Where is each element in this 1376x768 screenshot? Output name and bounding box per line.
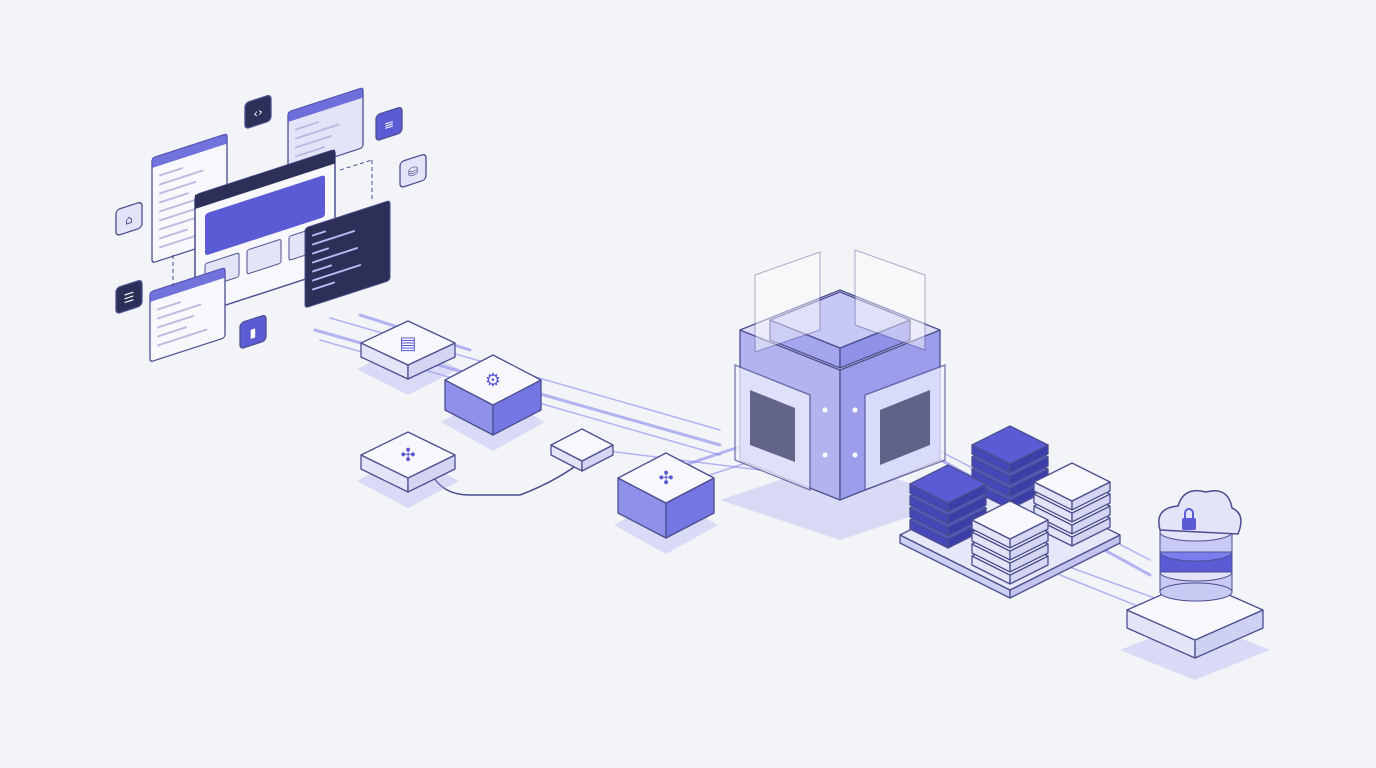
gear-icon-node-top-face [444,354,542,406]
code-line [312,247,358,264]
server-stacks [899,425,1121,599]
code-line [295,123,340,140]
glass-panel [754,251,821,353]
code-line [157,301,181,311]
network-icon-node-top-face [360,431,456,479]
code-line [159,167,183,177]
layout-window-back [287,87,364,172]
code-line [312,247,329,255]
browser-titlebar [195,149,335,209]
cloud-lock-icon [1158,489,1242,535]
code-line [312,281,335,291]
circuit-dot [852,407,858,413]
code-line [312,264,332,273]
code-line [159,192,190,204]
code-line [159,169,204,186]
code-window-front [149,267,226,362]
code-icon-tile [244,94,272,129]
image-icon: ⌂ [115,201,143,236]
server-slab-top-face [971,500,1049,540]
processing-cube [720,249,960,540]
server-slab [909,464,987,513]
code-icon-glyph: ‹› [253,104,263,121]
gear-icon-node: ⚙ [444,354,542,436]
list-icon: ≡ [375,106,403,141]
circuit-dot [852,452,858,458]
checklist-icon-tile [115,279,143,314]
code-line [312,230,326,237]
code-line [295,146,326,158]
small-relay-node [550,428,614,472]
code-line [157,314,195,329]
checklist-icon-glyph: ☰ [124,289,135,306]
code-line [295,121,319,131]
cube-gate-left-opening [750,390,795,462]
code-line [157,303,202,320]
list-icon-glyph: ≡ [384,116,394,133]
db-disk-bottom [1159,582,1233,602]
code-line [312,230,355,246]
network-icon: ✣ [400,445,415,466]
list-icon-tile [375,106,403,141]
server-slab-top-face [909,464,987,504]
image-icon-tile [115,201,143,236]
database-icon [1159,522,1233,602]
cloud-shape [1158,489,1242,535]
server-slab [971,500,1049,549]
browser-hero-block [205,175,325,255]
secure-database [1120,489,1270,680]
document-icon-node-top-face [360,320,456,366]
code-line [157,326,188,338]
checklist-icon: ☰ [115,279,143,314]
code-window-back-titlebar [152,133,227,168]
network-icon-node: ✣ [360,431,456,493]
cube-gate-right-opening [880,390,930,465]
gear-icon: ⚙ [485,370,501,391]
cube-top-inset-top-face [769,291,911,349]
circuit-dot [822,452,828,458]
cube-top-inset [769,291,911,369]
source-windows-cluster: ‹› ≡ ⛁ ⌂ ☰ ▮ [115,87,427,362]
document-icon: ▤ [399,333,416,354]
code-line [157,328,208,347]
code-window-front-titlebar [150,267,225,302]
code-editor-dark [304,200,391,308]
code-line [295,134,333,149]
bar-chart-icon-tile [239,314,267,349]
server-slab-top-face [971,425,1049,465]
small-relay-node-top-face [550,428,614,462]
code-line [159,180,197,195]
lock-shackle [1184,508,1194,518]
code-line [159,217,196,231]
browser-card [246,239,282,275]
database-icon-tile [399,153,427,188]
bar-chart-icon: ▮ [239,314,267,349]
bar-chart-icon-glyph: ▮ [250,325,257,341]
document-icon-node: ▤ [360,320,456,380]
database-icon-glyph: ⛁ [408,163,418,180]
pipeline-nodes: ▤ ⚙ ✣ ✣ [357,320,718,554]
editor-frame [304,200,391,308]
server-slab [1033,462,1111,511]
code-icon: ‹› [244,94,272,129]
dashed-connector [339,159,373,171]
circuit-dot [822,407,828,413]
server-slab [971,425,1049,474]
image-icon-glyph: ⌂ [125,212,133,228]
glass-panel [854,249,926,351]
hub-icon: ✣ [658,468,673,489]
lock-body [1182,518,1196,530]
hub-icon-node-top-face [617,452,715,504]
connector-path [429,454,591,496]
database-icon: ⛁ [399,153,427,188]
code-line [312,264,361,282]
layout-window-back-titlebar [288,87,363,122]
hub-icon-node: ✣ [617,452,715,539]
server-slab-top-face [1033,462,1111,502]
code-line [159,228,188,240]
